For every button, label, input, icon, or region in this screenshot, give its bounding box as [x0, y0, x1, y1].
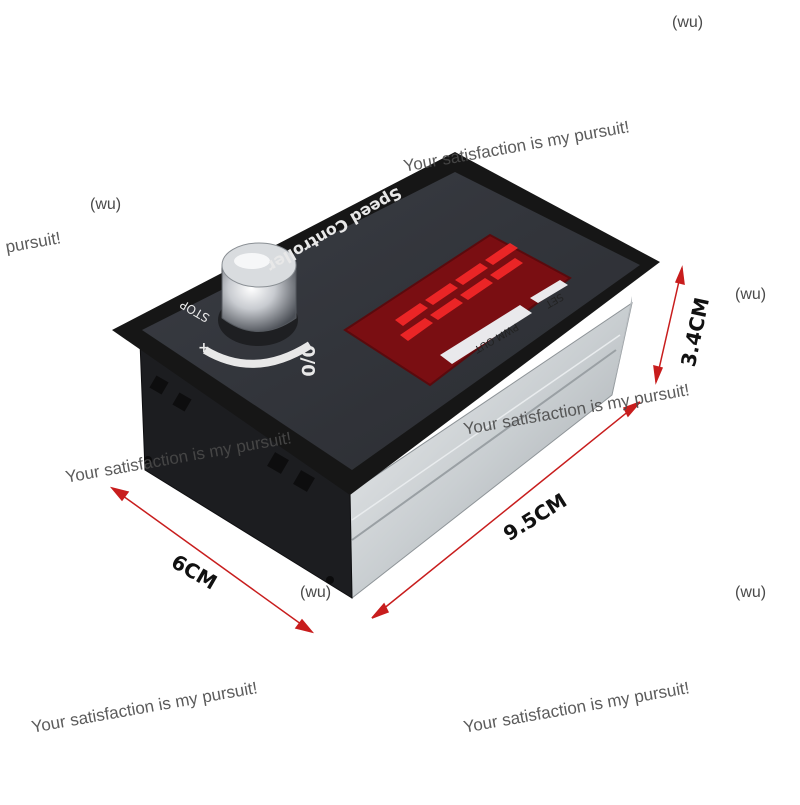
knob-scale-arc: [202, 341, 313, 368]
screw-terminal: [149, 375, 169, 395]
plus-label: +: [198, 340, 210, 356]
aluminum-groove: [351, 349, 617, 541]
watermark-tag: (wu): [735, 286, 767, 303]
screw-terminal: [172, 392, 192, 412]
set-label-plate: [530, 280, 568, 303]
knob-highlight: [234, 253, 270, 269]
dimension-line-length: [371, 401, 641, 619]
screw-terminal: [293, 470, 315, 492]
aluminum-side-end: [612, 296, 632, 395]
aluminum-highlight: [351, 334, 621, 521]
pwm-label-plate: [440, 305, 532, 364]
mounting-hole: [144, 456, 152, 464]
percent-label: 0/0: [297, 345, 318, 377]
watermark-tag: (wu): [90, 196, 122, 213]
watermark-tag: (wu): [300, 584, 332, 601]
display-window: [343, 233, 572, 387]
watermark-tag: (wu): [672, 14, 704, 31]
mounting-hole: [326, 576, 334, 584]
watermark-tag: (wu): [735, 584, 767, 601]
screw-terminal: [267, 452, 289, 474]
dimension-line-height: [653, 265, 685, 385]
dimension-line-width: [109, 486, 315, 634]
seven-segment-digits: [395, 243, 523, 341]
